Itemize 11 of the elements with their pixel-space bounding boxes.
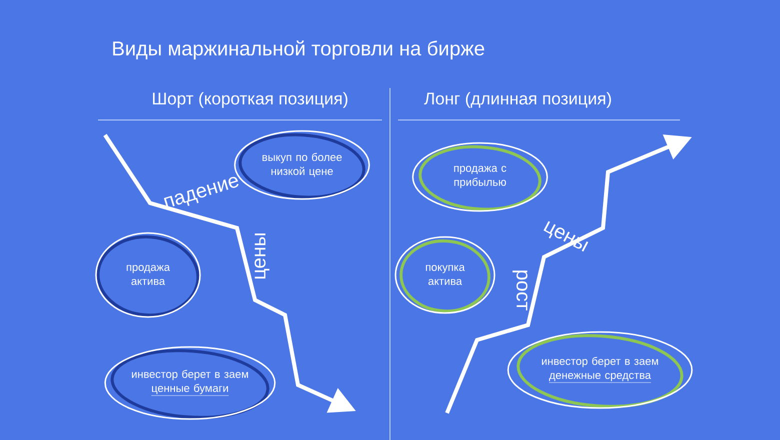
arrow-label: рост [512, 270, 528, 310]
circled-note: продажа с прибылью [412, 142, 548, 212]
circled-note: продажа актива [95, 232, 201, 318]
circled-note: покупка актива [394, 236, 496, 314]
section-heading: Шорт (короткая позиция) [153, 92, 348, 108]
arrow-label: цены [254, 234, 270, 278]
arrow-label: падение [164, 176, 239, 208]
section-heading: Лонг (длинная позиция) [424, 92, 611, 108]
circled-note: инвестор берет в заем ценные бумаги [104, 346, 276, 420]
circled-note: инвестор берет в заем денежные средства [507, 331, 693, 409]
title: Виды маржинальной торговли на бирже [113, 40, 484, 60]
